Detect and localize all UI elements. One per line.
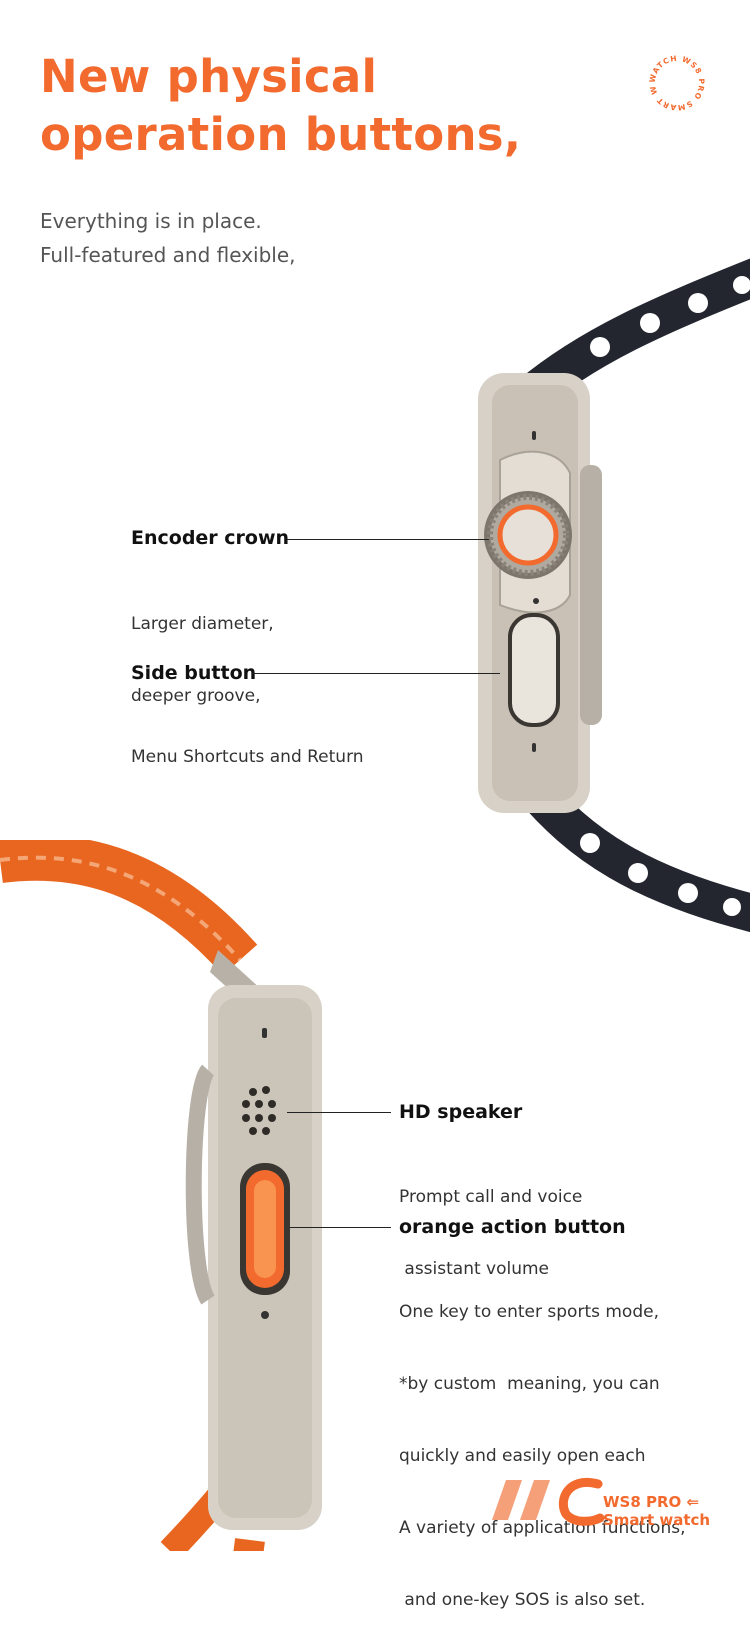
action-button-description: One key to enter sports mode, *by custom… — [399, 1252, 686, 1636]
side-button-leader-line — [252, 673, 500, 674]
side-button-description: Menu Shortcuts and Return — [131, 697, 364, 793]
title-line-2: operation buttons, — [40, 108, 522, 161]
encoder-crown-leader-line — [287, 539, 489, 540]
badge-ring-text: WATCH WS8 PRO SMART WATCH — [644, 50, 705, 112]
action-button-desc-line-2: *by custom meaning, you can — [399, 1374, 660, 1394]
subtitle-line-1: Everything is in place. — [40, 209, 262, 233]
action-button-leader-line — [290, 1227, 391, 1228]
page-title: New physical operation buttons, — [40, 48, 521, 164]
subtitle: Everything is in place. Full-featured an… — [40, 204, 296, 272]
hd-speaker-desc-line-2: assistant volume — [399, 1259, 550, 1279]
action-button-desc-line-1: One key to enter sports mode, — [399, 1302, 659, 1322]
action-button-desc-line-3: quickly and easily open each — [399, 1446, 646, 1466]
svg-text:WATCH WS8 PRO SMART WATCH: WATCH WS8 PRO SMART WATCH — [644, 50, 706, 112]
brand-tagline: Smart watch — [603, 1511, 711, 1529]
arrow-left-icon: ⇐ — [686, 1493, 700, 1511]
action-button-title: orange action button — [399, 1216, 626, 1238]
brand-model: WS8 PRO ⇐ — [603, 1493, 710, 1511]
watch-side-crown-illustration — [478, 258, 750, 933]
hd-speaker-leader-line — [287, 1112, 391, 1113]
encoder-crown-desc-line-2: deeper groove, — [131, 686, 261, 706]
side-button-desc-line-1: Menu Shortcuts and Return — [131, 747, 364, 767]
encoder-crown-description: Larger diameter, deeper groove, — [131, 564, 274, 732]
title-line-1: New physical — [40, 50, 378, 103]
brand-model-text: WS8 PRO — [603, 1493, 682, 1511]
action-button-desc-line-5: and one-key SOS is also set. — [399, 1590, 646, 1610]
encoder-crown-title: Encoder crown — [131, 527, 290, 549]
encoder-crown-desc-line-1: Larger diameter, — [131, 614, 274, 634]
subtitle-line-2: Full-featured and flexible, — [40, 243, 296, 267]
ws8-pro-badge: WATCH WS8 PRO SMART WATCH — [644, 50, 706, 112]
brand-logo-text: WS8 PRO ⇐ Smart watch — [603, 1493, 710, 1529]
hd-speaker-desc-line-1: Prompt call and voice — [399, 1187, 583, 1207]
hd-speaker-title: HD speaker — [399, 1101, 523, 1123]
watch-side-action-illustration — [0, 840, 322, 1551]
hd-speaker-description: Prompt call and voice assistant volume — [399, 1137, 582, 1305]
brand-slash-marks — [492, 1477, 605, 1526]
side-button-title: Side button — [131, 662, 257, 684]
